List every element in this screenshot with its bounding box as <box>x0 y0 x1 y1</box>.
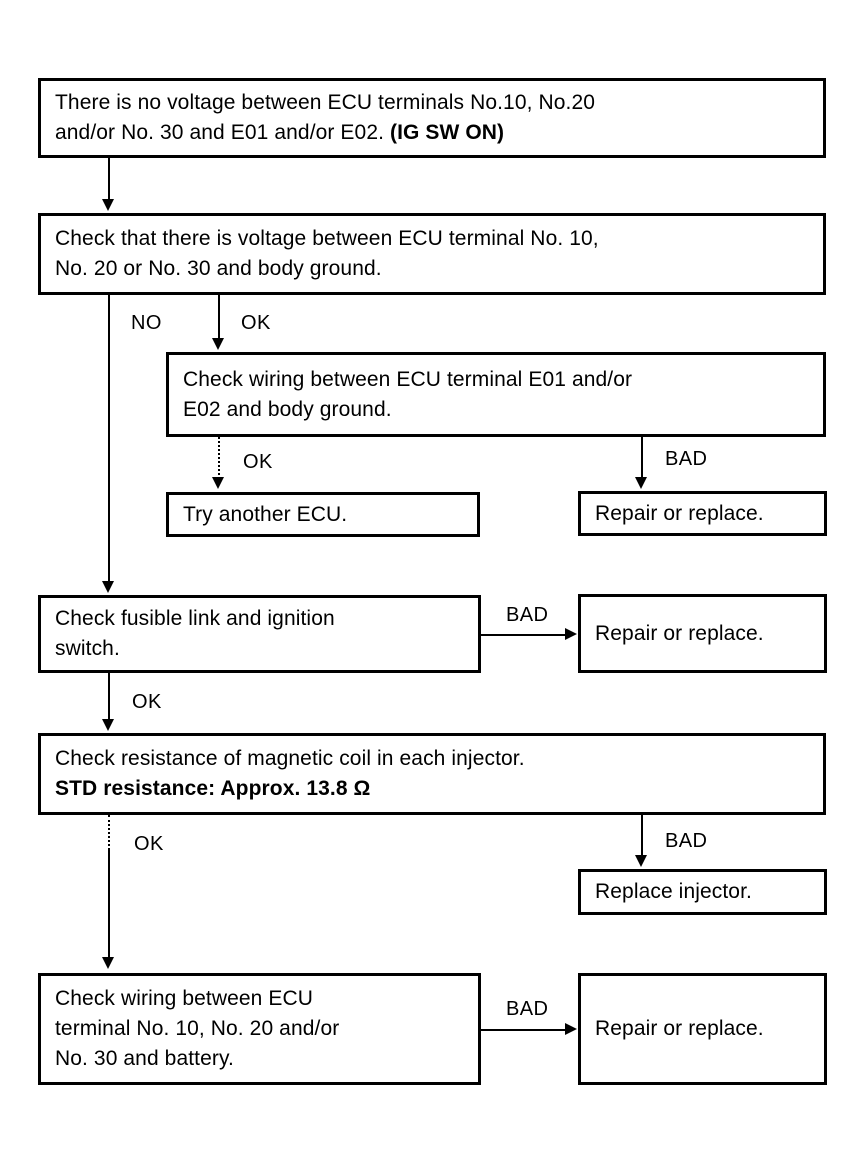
node-symptom-text2: and/or No. 30 and E01 and/or E02. (IG SW… <box>41 118 823 148</box>
arrowhead-wiring-battery-bad <box>565 1023 577 1035</box>
node-resistance-line2: STD resistance: Approx. 13.8 Ω <box>55 777 371 800</box>
edge-label-wiring-ground-ok: OK <box>243 451 273 473</box>
arrowhead-ok-branch-voltage <box>212 338 224 350</box>
edge-label-voltage-ok: OK <box>241 312 271 334</box>
node-repair-or-replace-3: Repair or replace. <box>578 973 827 1085</box>
node-try-another-ecu: Try another ECU. <box>166 492 480 537</box>
edge-label-voltage-no: NO <box>131 312 162 334</box>
connector-wiring-battery-bad <box>481 1029 566 1031</box>
node-check-wiring-battery: Check wiring between ECU terminal No. 10… <box>38 973 481 1085</box>
node-symptom-text: There is no voltage between ECU terminal… <box>41 88 823 118</box>
node-repair-or-replace-2-text: Repair or replace. <box>595 621 764 645</box>
node-repair-or-replace-2: Repair or replace. <box>578 594 827 673</box>
edge-label-wiring-ground-bad: BAD <box>665 448 708 470</box>
node-replace-injector: Replace injector. <box>578 869 827 915</box>
node-symptom-line1: There is no voltage between ECU terminal… <box>55 91 596 115</box>
node-check-voltage-line2: No. 20 or No. 30 and body ground. <box>55 257 382 280</box>
node-symptom-line2-bold: (IG SW ON) <box>389 121 505 144</box>
connector-resistance-ok-dotted <box>108 815 110 850</box>
connector-fusible-bad <box>481 634 566 636</box>
arrowhead-symptom-to-voltage <box>102 199 114 211</box>
node-wiring-battery-line2: terminal No. 10, No. 20 and/or <box>55 1017 340 1041</box>
node-symptom: There is no voltage between ECU terminal… <box>38 78 826 158</box>
node-resistance-line1: Check resistance of magnetic coil in eac… <box>55 747 525 771</box>
node-repair-or-replace-1-text: Repair or replace. <box>595 501 764 525</box>
node-replace-injector-text: Replace injector. <box>595 880 752 904</box>
node-wiring-e01-line2: E02 and body ground. <box>183 397 392 421</box>
node-fusible-line1: Check fusible link and ignition <box>55 607 335 631</box>
node-symptom-line2: and/or No. 30 and E01 and/or E02. <box>55 121 390 144</box>
edge-label-resistance-bad: BAD <box>665 830 708 852</box>
arrowhead-fusible-ok <box>102 719 114 731</box>
arrowhead-resistance-bad <box>635 855 647 867</box>
connector-symptom-to-voltage <box>108 158 110 201</box>
connector-resistance-bad <box>641 815 643 857</box>
arrowhead-resistance-ok <box>102 957 114 969</box>
edge-label-wiring-battery-bad: BAD <box>506 998 549 1020</box>
edge-label-fusible-ok: OK <box>132 691 162 713</box>
arrowhead-no-branch <box>102 581 114 593</box>
node-check-resistance: Check resistance of magnetic coil in eac… <box>38 733 826 815</box>
node-wiring-battery-line3: No. 30 and battery. <box>55 1046 234 1070</box>
connector-fusible-ok <box>108 673 110 720</box>
edge-label-fusible-bad: BAD <box>506 604 549 626</box>
node-try-another-ecu-text: Try another ECU. <box>183 502 348 526</box>
node-check-fusible-link: Check fusible link and ignition switch. <box>38 595 481 673</box>
connector-ok-branch-voltage <box>218 295 220 340</box>
arrowhead-wiring-ground-ok <box>212 477 224 489</box>
node-repair-or-replace-3-text: Repair or replace. <box>595 1017 764 1041</box>
node-fusible-line2: switch. <box>55 637 120 660</box>
connector-wiring-ground-ok <box>218 437 220 479</box>
node-check-voltage-line1: Check that there is voltage between ECU … <box>55 227 599 251</box>
node-check-voltage-body-ground: Check that there is voltage between ECU … <box>38 213 826 295</box>
arrowhead-wiring-ground-bad <box>635 477 647 489</box>
connector-wiring-ground-bad <box>641 437 643 479</box>
edge-label-resistance-ok: OK <box>134 833 164 855</box>
connector-resistance-ok <box>108 848 110 959</box>
node-check-wiring-e01-e02: Check wiring between ECU terminal E01 an… <box>166 352 826 437</box>
node-wiring-e01-line1: Check wiring between ECU terminal E01 an… <box>183 367 633 391</box>
node-repair-or-replace-1: Repair or replace. <box>578 491 827 536</box>
node-wiring-battery-line1: Check wiring between ECU <box>55 987 314 1011</box>
arrowhead-fusible-bad <box>565 628 577 640</box>
connector-no-branch <box>108 295 110 582</box>
